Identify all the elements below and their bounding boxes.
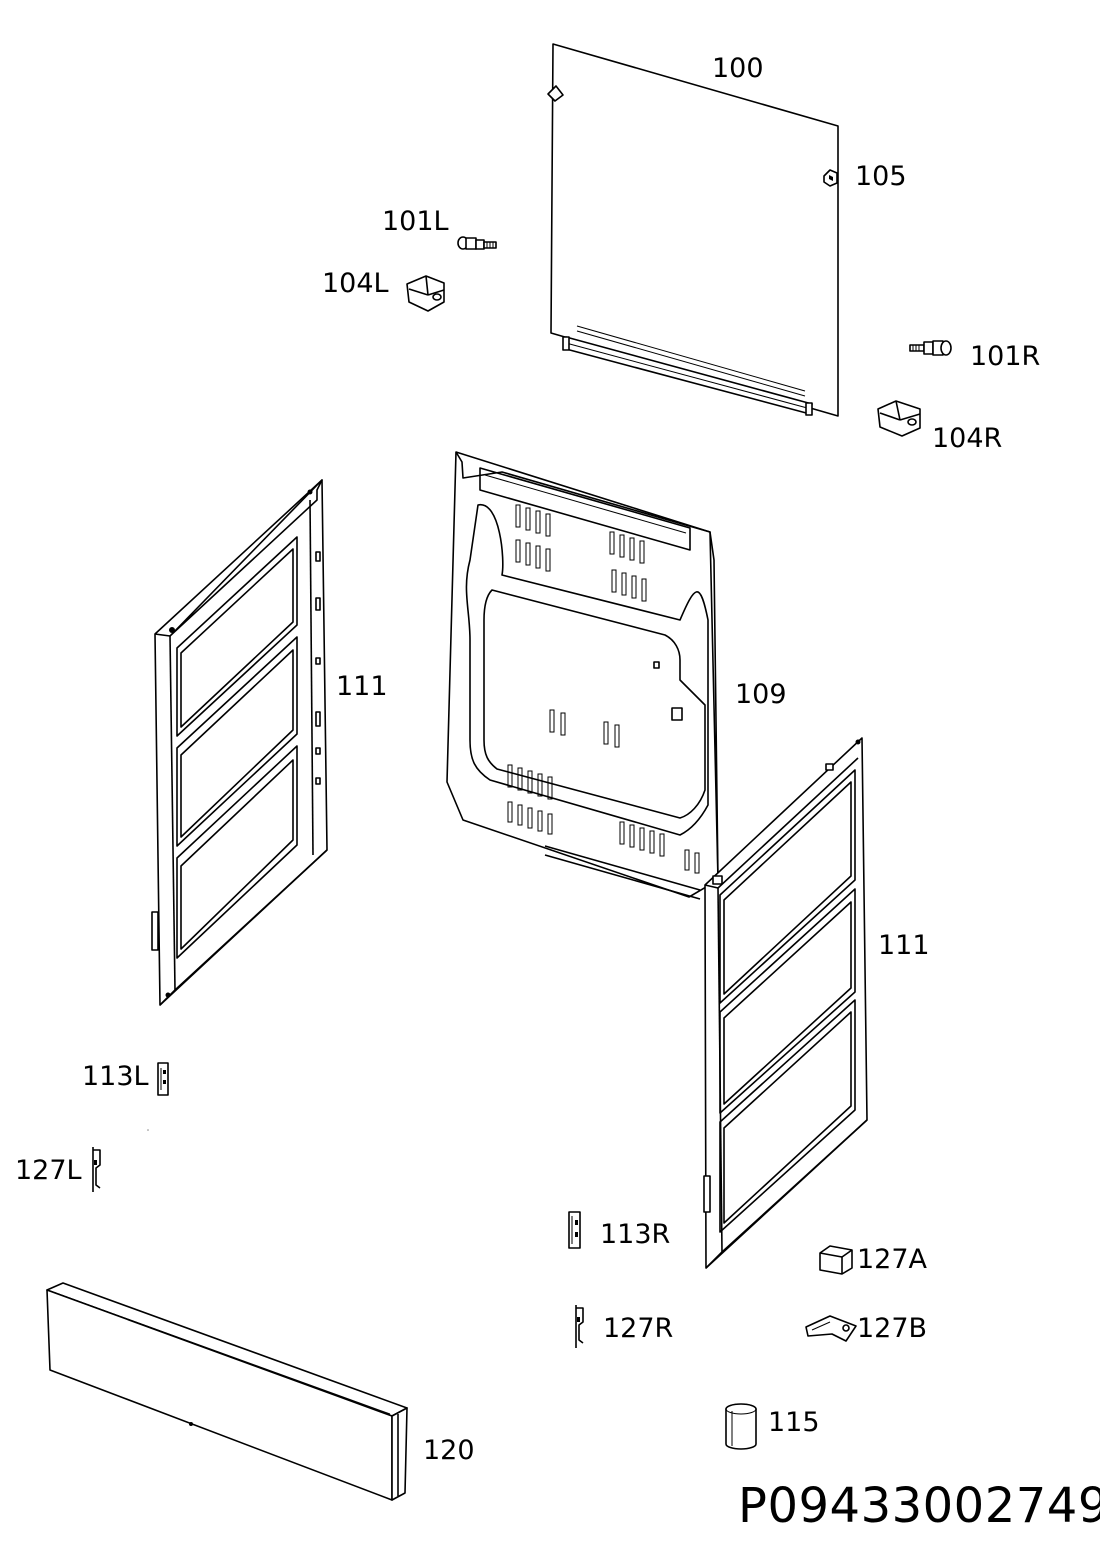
label-120: 120 (423, 1435, 475, 1466)
label-101R: 101R (970, 341, 1041, 372)
part-120-plinth (46, 1282, 408, 1501)
label-111-left: 111 (336, 671, 388, 702)
part-127B-angle-bracket (805, 1315, 857, 1342)
part-127R-bracket (575, 1305, 584, 1348)
part-113L-clip (157, 1062, 169, 1096)
label-127A: 127A (857, 1244, 928, 1275)
label-101L: 101L (382, 206, 449, 237)
part-111-right-side-frame (703, 737, 868, 1269)
label-105: 105 (855, 161, 907, 192)
part-127A-block (819, 1245, 853, 1275)
label-111-right: 111 (878, 930, 930, 961)
label-115: 115 (768, 1407, 820, 1438)
part-101R-bolt (909, 340, 952, 356)
part-115-foot (725, 1403, 757, 1450)
label-127R: 127R (603, 1313, 674, 1344)
document-code: P09433002749 (738, 1478, 1100, 1534)
label-109: 109 (735, 679, 787, 710)
label-127L: 127L (15, 1155, 82, 1186)
label-113L: 113L (82, 1061, 149, 1092)
part-113R-clip (568, 1211, 581, 1249)
part-105-clip (823, 169, 838, 187)
label-113R: 113R (600, 1219, 671, 1250)
speck (147, 1129, 149, 1131)
part-101L-bolt (457, 236, 497, 250)
part-127L-bracket (92, 1147, 101, 1192)
part-111-left-side-frame (151, 479, 328, 1006)
part-109-back-panel (446, 451, 719, 900)
part-100-glass-panel (547, 43, 839, 417)
part-104L-hinge-block (406, 275, 445, 312)
label-100: 100 (712, 53, 764, 84)
part-104R-hinge-block (877, 400, 921, 437)
label-104R: 104R (932, 423, 1003, 454)
label-104L: 104L (322, 268, 389, 299)
label-127B: 127B (857, 1313, 928, 1344)
